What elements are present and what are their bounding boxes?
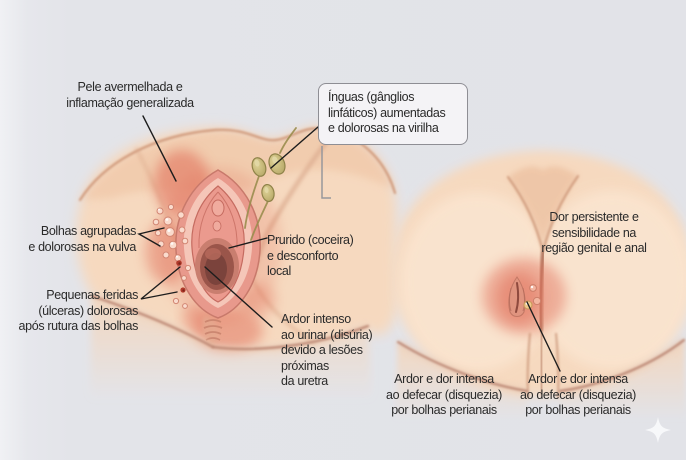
itching-leader-line (228, 237, 268, 249)
blisters-leader-lines (137, 227, 165, 247)
redness-label: Pele avermelhada e inflamação generaliza… (66, 80, 194, 110)
dyschezia-label-right: Ardor e dor intensa ao defecar (disquezi… (520, 372, 636, 417)
lymph-nodes-callout-box: Ínguas (gânglios linfáticos) aumentadas … (318, 83, 468, 145)
ulcers-leader-lines (140, 266, 181, 300)
buttocks-illustration (394, 152, 686, 420)
dyschezia-leader-line (526, 301, 561, 372)
lymph-nodes-label: Ínguas (gânglios linfáticos) aumentadas … (328, 90, 446, 135)
perianal-blisters (523, 284, 542, 310)
vulva-blisters (152, 203, 192, 309)
blisters-label: Bolhas agrupadas e dolorosas na vulva (28, 224, 136, 254)
vulva-ulcers (176, 260, 186, 293)
ulcers-label: Pequenas feridas (úlceras) dolorosas apó… (18, 288, 139, 333)
persistent-pain-label: Dor persistente e sensibilidade na regiã… (541, 210, 647, 255)
lymph-nodes (244, 127, 297, 241)
lymph-box-elbow-line (321, 146, 331, 199)
lymph-leader-line (270, 126, 319, 169)
dyschezia-label-left: Ardor e dor intensa ao defecar (disquezi… (386, 372, 502, 417)
redness-leader-line (142, 115, 177, 182)
dysuria-leader-line (204, 266, 273, 328)
dysuria-label: Ardor intenso ao urinar (disúria) devido… (281, 312, 373, 388)
vulva-illustration (76, 126, 398, 400)
itching-label: Prurido (coceira) e desconforto local (267, 233, 354, 278)
sparkle-icon (645, 417, 671, 443)
